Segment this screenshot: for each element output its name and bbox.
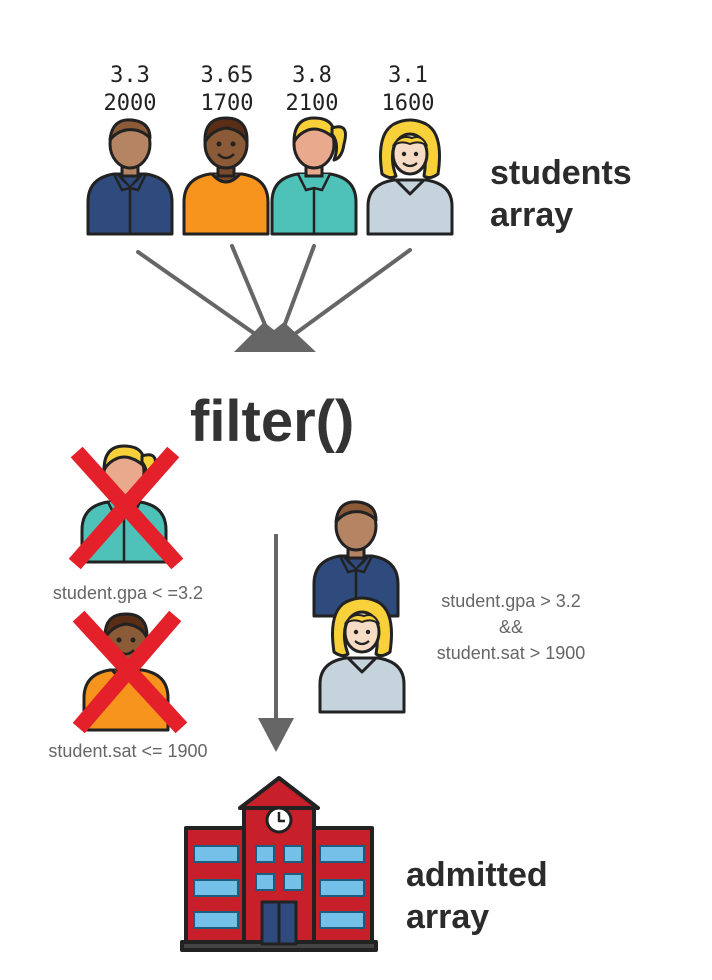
rejected-student-sat [72, 610, 188, 734]
filter-function-label: filter() [190, 389, 355, 454]
students-array-label: students array [490, 154, 632, 234]
student-1-stats: 3.3 2000 [98, 62, 162, 118]
student-3-gpa: 3.8 [292, 63, 332, 88]
building-windows [193, 845, 365, 929]
converging-arrowhead [234, 322, 316, 352]
student-2-stats: 3.65 1700 [190, 62, 264, 118]
rejected-student-gpa [68, 444, 184, 570]
reject-gpa-condition: student.gpa < =3.2 [52, 583, 204, 603]
student-2-sat: 1700 [200, 91, 254, 116]
accept-condition: student.gpa > 3.2 && student.sat > 1900 [436, 591, 586, 663]
reject-x-icon [72, 610, 188, 734]
student-2-avatar [182, 116, 270, 236]
student-4-gpa: 3.1 [388, 63, 428, 88]
student-1-gpa: 3.3 [110, 63, 150, 88]
student-3-avatar [270, 116, 358, 236]
reject-x-icon [68, 446, 184, 570]
student-3-stats: 3.8 2100 [280, 62, 344, 118]
student-4-sat: 1600 [381, 91, 435, 116]
student-4-stats: 3.1 1600 [376, 62, 440, 118]
student-3-sat: 2100 [285, 91, 339, 116]
student-2-gpa: 3.65 [200, 63, 254, 88]
converging-arrows [136, 244, 412, 338]
student-1-avatar [86, 118, 174, 236]
student-4-avatar [366, 118, 454, 236]
admitted-array-label: admitted array [406, 856, 548, 936]
down-arrowhead [258, 718, 294, 752]
reject-sat-condition: student.sat <= 1900 [48, 741, 208, 761]
student-1-sat: 2000 [103, 91, 157, 116]
